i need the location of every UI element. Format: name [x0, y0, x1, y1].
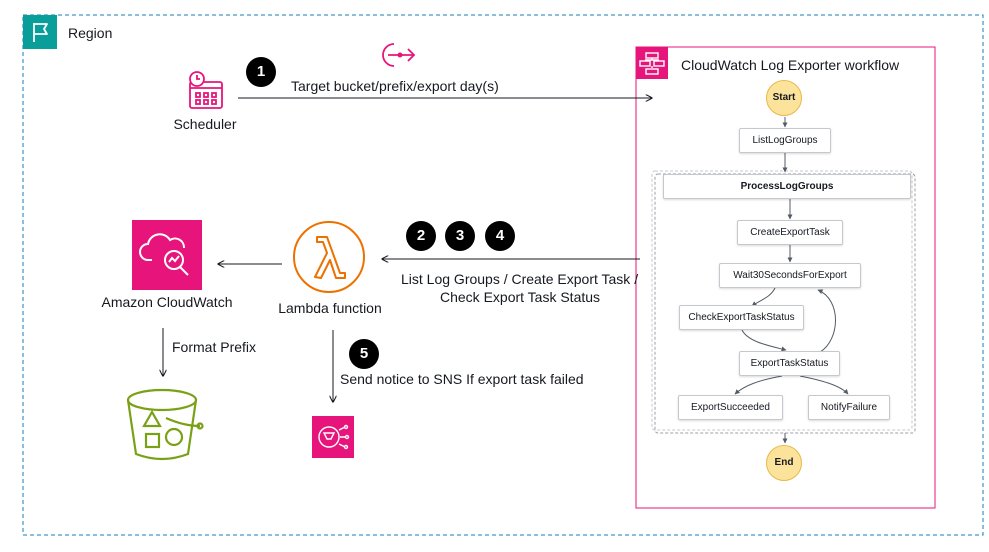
step-badge-5: 5	[349, 339, 379, 369]
edge-label-lambda-to-sns: Send notice to SNS If export task failed	[340, 371, 584, 387]
map-state-header: ProcessLogGroups	[663, 174, 911, 199]
edge-label-cloudwatch-to-s3: Format Prefix	[172, 339, 257, 355]
workflow-title: CloudWatch Log Exporter workflow	[681, 57, 900, 73]
flow-check-to-status	[741, 329, 787, 352]
state-list-log-groups: ListLogGroups	[739, 128, 831, 153]
map-state-boundary-back	[651, 170, 913, 431]
lambda-icon	[289, 220, 369, 295]
step-badge-4: 4	[485, 221, 515, 251]
start-state: Start	[766, 80, 802, 116]
step-badge-1: 1	[246, 57, 276, 87]
calendar-clock-icon	[184, 70, 226, 112]
edge-label-workflow-to-lambda-2: Check Export Task Status	[440, 289, 601, 305]
state-export-succeeded: ExportSucceeded	[678, 395, 783, 420]
flow-wait-to-check	[751, 287, 776, 307]
flow-status-to-succeeded	[734, 375, 783, 395]
event-bus-icon	[380, 40, 420, 70]
workflow-container	[635, 46, 936, 509]
flow-status-to-notify	[799, 375, 849, 395]
state-wait: Wait30SecondsForExport	[719, 263, 861, 288]
flag-icon	[23, 15, 57, 49]
edge-label-workflow-to-lambda-1: List Log Groups / Create Export Task /	[401, 271, 639, 287]
scheduler-label: Scheduler	[173, 116, 237, 132]
cloudwatch-label: Amazon CloudWatch	[101, 294, 233, 310]
step-badge-2: 2	[406, 221, 436, 251]
step-functions-icon	[636, 47, 668, 79]
s3-bucket-icon	[122, 382, 204, 464]
state-export-task-status: ExportTaskStatus	[739, 351, 840, 376]
step-badge-3: 3	[445, 221, 475, 251]
state-notify-failure: NotifyFailure	[808, 395, 890, 420]
flow-status-to-wait-loop	[817, 289, 836, 353]
region-boundary	[22, 14, 984, 536]
edge-label-scheduler-to-workflow: Target bucket/prefix/export day(s)	[291, 78, 499, 94]
region-label: Region	[68, 25, 113, 41]
end-state: End	[766, 445, 802, 481]
state-create-export-task: CreateExportTask	[737, 220, 843, 245]
sns-icon	[312, 416, 354, 458]
lambda-label: Lambda function	[278, 300, 382, 316]
cloudwatch-icon	[132, 220, 202, 290]
state-check-export-task-status: CheckExportTaskStatus	[679, 305, 804, 330]
